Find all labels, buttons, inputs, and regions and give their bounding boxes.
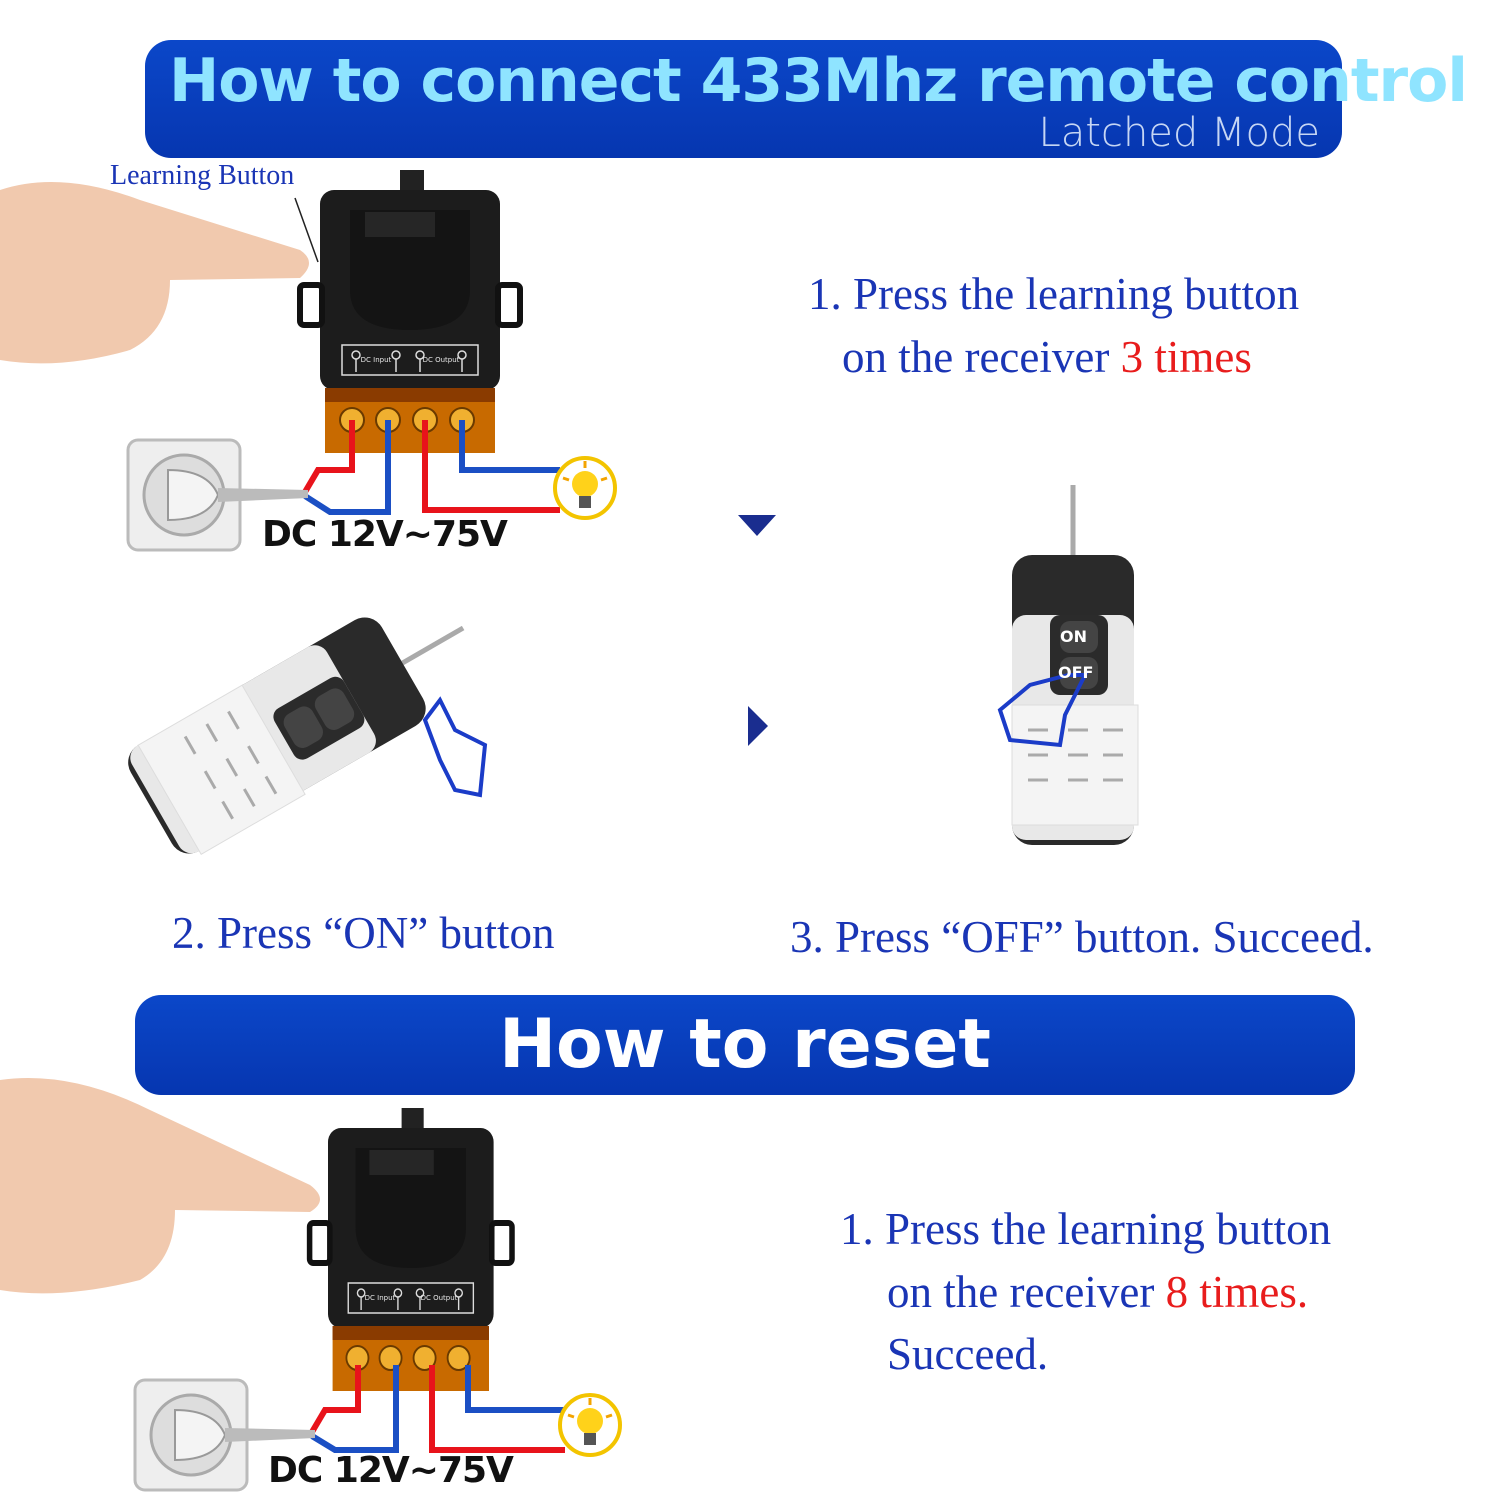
receiver-module <box>310 1108 512 1391</box>
step1-line1: 1. Press the learning button <box>808 269 1300 319</box>
arrow-right-icon <box>748 706 768 746</box>
learning-button-pointer <box>294 197 319 263</box>
remote-on-button: ON <box>1060 627 1087 646</box>
reset-count: 8 times. <box>1165 1267 1309 1317</box>
pointing-hand-icon <box>0 1078 320 1294</box>
wires <box>302 420 560 515</box>
connect-subtitle: Latched Mode <box>1038 110 1320 156</box>
connect-title: How to connect 433Mhz remote control <box>169 46 1468 116</box>
reset-banner: How to reset <box>135 995 1355 1095</box>
step2-text: 2. Press “ON” button <box>172 908 555 958</box>
pointing-hand-icon <box>0 182 309 364</box>
remote-control-tilted <box>121 575 496 864</box>
terminal-label-input: DC Input <box>361 356 392 364</box>
reset-line3: Succeed. <box>887 1329 1049 1379</box>
learning-button-label: Learning Button <box>110 160 295 191</box>
light-bulb-icon <box>558 1393 622 1457</box>
press-finger-icon <box>422 696 488 798</box>
press-finger-icon <box>997 673 1089 748</box>
connect-banner: How to connect 433Mhz remote control Lat… <box>145 40 1468 158</box>
step1-line2: on the receiver 3 times <box>842 331 1252 383</box>
reset-line1: 1. Press the learning button <box>840 1204 1332 1254</box>
step1-line2-text: on the receiver <box>842 332 1121 382</box>
wires <box>309 1365 565 1453</box>
light-bulb-icon <box>553 456 617 520</box>
reset-title: How to reset <box>499 1005 991 1084</box>
remote-off-button: OFF <box>1058 663 1094 682</box>
arrow-down-icon <box>738 515 776 536</box>
terminal-label-input: DC Input <box>365 1294 396 1302</box>
receiver-module <box>300 170 520 453</box>
voltage-label: DC 12V~75V <box>262 514 508 555</box>
step1-count: 3 times <box>1120 332 1252 382</box>
voltage-label: DC 12V~75V <box>268 1450 514 1491</box>
step3-text: 3. Press “OFF” button. Succeed. <box>790 912 1374 962</box>
terminal-label-output: DC Output <box>421 1294 458 1302</box>
reset-line2: on the receiver 8 times. <box>887 1266 1308 1318</box>
terminal-label-output: DC Output <box>423 356 460 364</box>
reset-line2-text: on the receiver <box>887 1267 1166 1317</box>
